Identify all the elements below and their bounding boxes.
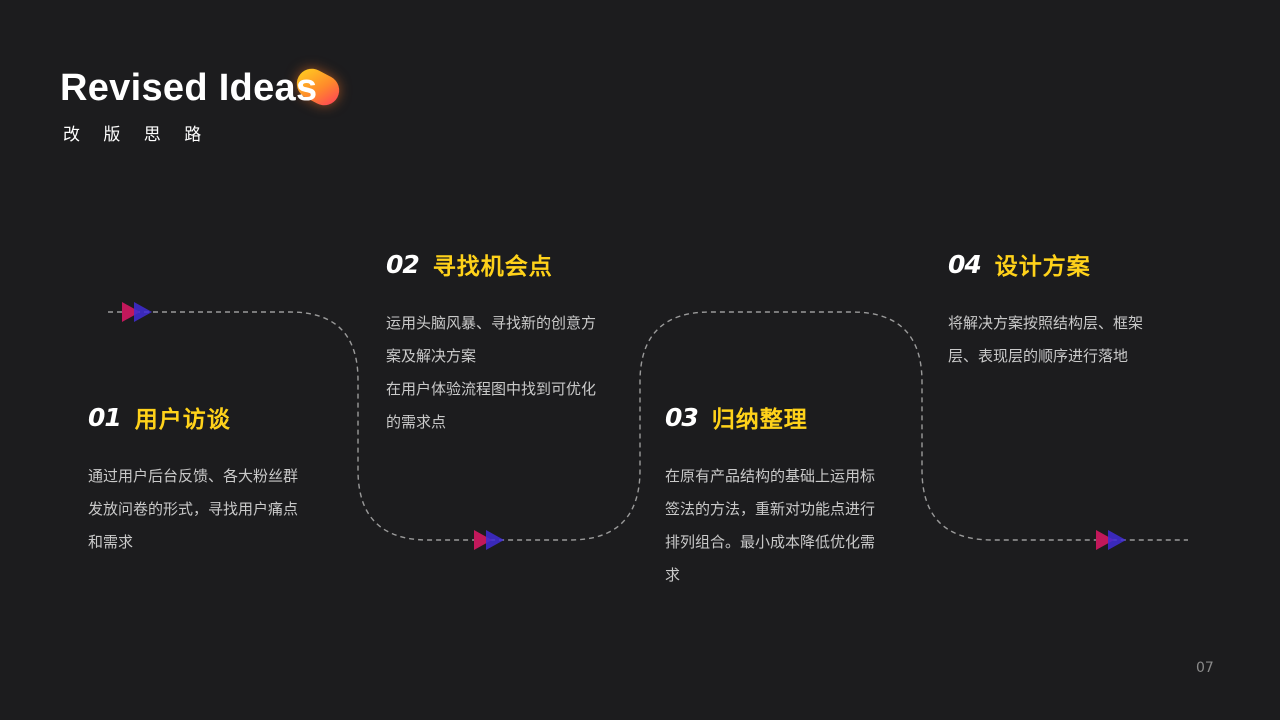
description-line: 发放问卷的形式，寻找用户痛点 [88,500,299,518]
description-line: 和需求 [88,533,134,551]
step-title: 设计方案 [994,254,1091,280]
step-1: 01 用户访谈 通过用户后台反馈、各大粉丝群 发放问卷的形式，寻找用户痛点 和需… [88,400,328,559]
step-title: 归纳整理 [711,407,808,433]
double-arrow-icon [1096,530,1126,550]
step-title: 用户访谈 [134,407,231,433]
step-number: 03 [665,402,699,432]
step-2: 02 寻找机会点 运用头脑风暴、寻找新的创意方 案及解决方案 在用户体验流程图中… [386,247,626,439]
description-line: 签法的方法，重新对功能点进行 [665,500,876,518]
double-arrow-icon [474,530,504,550]
description-line: 运用头脑风暴、寻找新的创意方 [386,314,597,332]
page-number: 07 [1196,660,1214,676]
step-3: 03 归纳整理 在原有产品结构的基础上运用标 签法的方法，重新对功能点进行 排列… [665,400,905,592]
step-header: 04 设计方案 [948,247,1188,281]
page-title: Revised Ideas [60,67,318,109]
step-4: 04 设计方案 将解决方案按照结构层、框架 层、表现层的顺序进行落地 [948,247,1188,373]
step-description: 将解决方案按照结构层、框架 层、表现层的顺序进行落地 [948,307,1178,373]
header: Revised Ideas 改 版 思 路 [60,63,345,145]
description-line: 案及解决方案 [386,347,477,365]
description-line: 在用户体验流程图中找到可优化 [386,380,597,398]
double-arrow-icon [122,302,152,322]
step-description: 在原有产品结构的基础上运用标 签法的方法，重新对功能点进行 排列组合。最小成本降… [665,460,895,592]
description-line: 的需求点 [386,413,447,431]
step-number: 02 [386,249,420,279]
step-description: 运用头脑风暴、寻找新的创意方 案及解决方案 在用户体验流程图中找到可优化 的需求… [386,307,616,439]
step-description: 通过用户后台反馈、各大粉丝群 发放问卷的形式，寻找用户痛点 和需求 [88,460,318,559]
dashed-connector-line [108,311,1188,541]
description-line: 求 [665,566,681,584]
description-line: 排列组合。最小成本降低优化需 [665,533,876,551]
description-line: 层、表现层的顺序进行落地 [948,347,1129,365]
step-number: 01 [88,402,122,432]
description-line: 在原有产品结构的基础上运用标 [665,467,876,485]
description-line: 通过用户后台反馈、各大粉丝群 [88,467,299,485]
step-header: 01 用户访谈 [88,400,328,434]
description-line: 将解决方案按照结构层、框架 [948,314,1144,332]
step-header: 02 寻找机会点 [386,247,626,281]
step-number: 04 [948,249,982,279]
step-title: 寻找机会点 [432,254,553,280]
step-header: 03 归纳整理 [665,400,905,434]
page-subtitle: 改 版 思 路 [63,125,211,145]
